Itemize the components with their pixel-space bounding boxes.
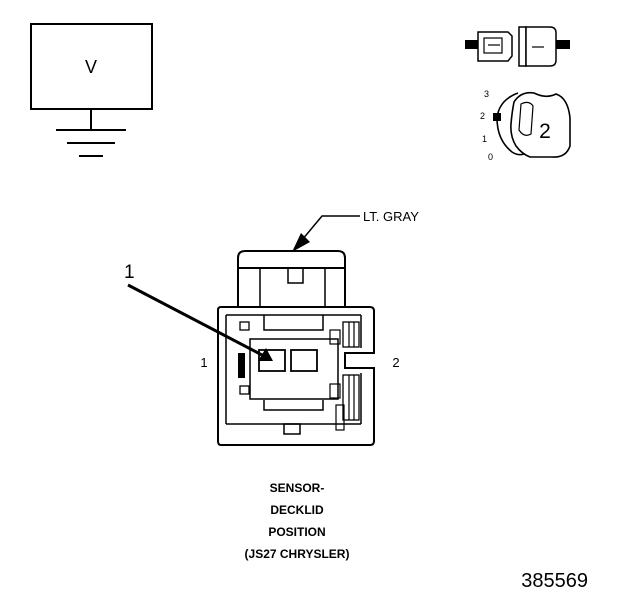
probe-connector-icon [465, 26, 570, 67]
switch-position-3: 3 [484, 89, 489, 99]
connector-face [217, 250, 375, 446]
caption-line-3: POSITION [268, 525, 325, 539]
connector-caption: SENSOR- DECKLID POSITION (JS27 CHRYSLER) [245, 481, 350, 561]
rotary-switch-icon: 3 2 1 0 2 [480, 89, 571, 162]
voltmeter-symbol: V [30, 23, 153, 157]
pin-label-2: 2 [392, 355, 399, 370]
caption-line-2: DECKLID [270, 503, 324, 517]
switch-position-1: 1 [482, 134, 487, 144]
callout-number: 1 [124, 262, 135, 283]
caption-line-1: SENSOR- [270, 481, 325, 495]
wire-color-label: LT. GRAY [363, 209, 419, 224]
wire-color-leader: LT. GRAY [292, 209, 419, 252]
switch-selected-position: 2 [539, 120, 551, 143]
switch-indicator [493, 113, 501, 121]
switch-position-2: 2 [480, 111, 485, 121]
callout-arrow: 1 [124, 262, 273, 361]
terminal-cavity-2 [290, 349, 318, 372]
voltmeter-label: V [85, 57, 97, 77]
caption-line-4: (JS27 CHRYSLER) [245, 547, 350, 561]
pin-label-1: 1 [200, 355, 207, 370]
switch-position-0: 0 [488, 152, 493, 162]
figure-number: 385569 [521, 570, 588, 592]
